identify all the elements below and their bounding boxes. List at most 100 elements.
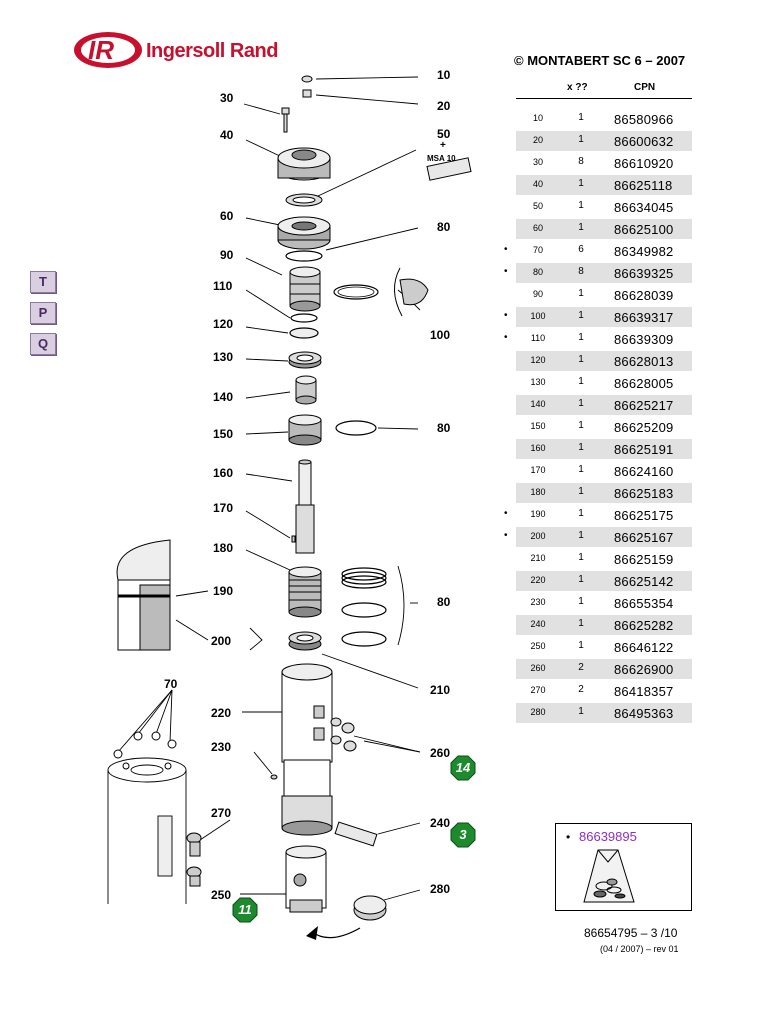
- item-quantity: 1: [578, 332, 584, 343]
- row-background: [516, 131, 692, 151]
- side-button-q[interactable]: Q: [30, 333, 56, 355]
- callout-240: 240: [430, 816, 451, 830]
- item-quantity: 1: [578, 200, 584, 211]
- item-cpn[interactable]: 86625217: [614, 398, 674, 413]
- item-cpn[interactable]: 86639325: [614, 266, 674, 281]
- item-cpn[interactable]: 86655354: [614, 596, 674, 611]
- item-number: 150: [530, 421, 546, 431]
- item-quantity: 8: [578, 266, 584, 277]
- row-background: [516, 219, 692, 239]
- item-cpn[interactable]: 86610920: [614, 156, 674, 171]
- callout-50-plus: +: [440, 140, 446, 151]
- item-cpn[interactable]: 86628039: [614, 288, 674, 303]
- item-quantity: 1: [578, 508, 584, 519]
- callout-190: 190: [213, 584, 234, 598]
- item-quantity: 1: [578, 486, 584, 497]
- item-cpn[interactable]: 86625282: [614, 618, 674, 633]
- callout-80-top: 80: [437, 220, 451, 234]
- row-bullet: •: [504, 530, 508, 541]
- item-quantity: 1: [578, 618, 584, 629]
- item-quantity: 1: [578, 596, 584, 607]
- item-number: 100: [530, 311, 546, 321]
- kit-bullet: •: [566, 830, 571, 844]
- item-quantity: 1: [578, 640, 584, 651]
- callout-60: 60: [220, 209, 234, 223]
- item-cpn[interactable]: 86625118: [614, 178, 673, 193]
- callout-30: 30: [220, 91, 234, 105]
- item-cpn[interactable]: 86600632: [614, 134, 674, 149]
- item-quantity: 1: [578, 178, 584, 189]
- row-background: [516, 439, 692, 459]
- row-background: [516, 263, 692, 283]
- badge-14: 14: [450, 755, 476, 781]
- document-reference: 86654795 – 3 /10: [584, 926, 678, 940]
- item-number: 70: [532, 245, 543, 255]
- callout-120: 120: [213, 317, 234, 331]
- item-quantity: 1: [578, 530, 584, 541]
- item-cpn[interactable]: 86625175: [614, 508, 674, 523]
- row-background: [516, 395, 692, 415]
- item-cpn[interactable]: 86624160: [614, 464, 674, 479]
- side-button-p[interactable]: P: [30, 302, 56, 324]
- item-cpn[interactable]: 86625167: [614, 530, 674, 545]
- item-number: 190: [530, 509, 546, 519]
- item-cpn[interactable]: 86625209: [614, 420, 674, 435]
- item-number: 60: [532, 223, 543, 233]
- side-button-t[interactable]: T: [30, 271, 56, 293]
- item-cpn[interactable]: 86580966: [614, 112, 674, 127]
- item-number: 130: [530, 377, 546, 387]
- callout-70: 70: [164, 677, 178, 691]
- item-cpn[interactable]: 86628005: [614, 376, 674, 391]
- item-number: 10: [532, 113, 543, 123]
- item-number: 260: [530, 663, 546, 673]
- item-cpn[interactable]: 86646122: [614, 640, 674, 655]
- callout-20: 20: [437, 99, 451, 113]
- item-cpn[interactable]: 86625142: [614, 574, 674, 589]
- ingersoll-rand-logo: IR: [74, 32, 142, 68]
- item-cpn[interactable]: 86634045: [614, 200, 674, 215]
- item-number: 250: [530, 641, 546, 651]
- item-number: 280: [530, 707, 546, 717]
- item-cpn[interactable]: 86625159: [614, 552, 674, 567]
- item-number: 220: [530, 575, 546, 585]
- item-cpn[interactable]: 86626900: [614, 662, 674, 677]
- row-bullet: •: [504, 508, 508, 519]
- cpn-column-header: CPN: [634, 82, 656, 93]
- item-number: 80: [532, 267, 543, 277]
- item-cpn[interactable]: 86639317: [614, 310, 674, 325]
- item-quantity: 1: [578, 288, 584, 299]
- item-cpn[interactable]: 86349982: [614, 244, 674, 259]
- item-cpn[interactable]: 86418357: [614, 684, 674, 699]
- item-cpn[interactable]: 86495363: [614, 706, 674, 721]
- item-cpn[interactable]: 86625100: [614, 222, 674, 237]
- item-cpn[interactable]: 86628013: [614, 354, 674, 369]
- table-row: • 190 1 86625175: [504, 504, 692, 526]
- item-cpn[interactable]: 86625183: [614, 486, 674, 501]
- item-number: 40: [532, 179, 543, 189]
- item-number: 110: [530, 333, 546, 343]
- item-number: 270: [530, 685, 546, 695]
- callout-260: 260: [430, 746, 451, 760]
- callout-10: 10: [437, 68, 451, 82]
- callout-80-mid: 80: [437, 421, 451, 435]
- item-cpn[interactable]: 86639309: [614, 332, 674, 347]
- callout-80-low: 80: [437, 595, 451, 609]
- item-cpn[interactable]: 86625191: [614, 442, 674, 457]
- item-quantity: 1: [578, 354, 584, 365]
- kit-part-number[interactable]: 86639895: [579, 829, 637, 844]
- row-background: [516, 307, 692, 327]
